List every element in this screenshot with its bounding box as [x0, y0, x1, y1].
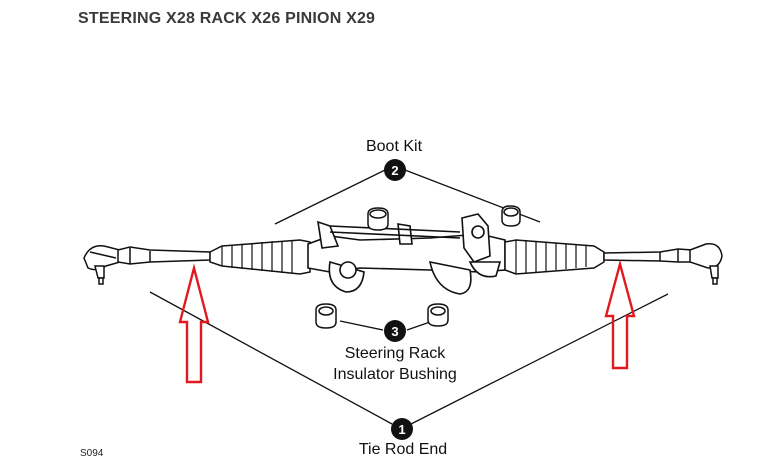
left-inner-tie-rod: [117, 246, 211, 265]
page-title: STEERING X28 RACK X26 PINION X29: [78, 10, 376, 27]
right-inner-tie-rod: [603, 248, 693, 263]
left-red-arrow: [178, 263, 210, 384]
figure-code: S094: [80, 448, 104, 459]
boot-kit-parts: [367, 205, 521, 231]
steering-rack-label: Steering Rack: [344, 345, 446, 362]
right-tie-rod-end: [689, 243, 723, 285]
callout-badge-2: 2: [384, 159, 406, 181]
right-red-arrow: [604, 259, 636, 370]
boot-kit-leaders: [274, 169, 541, 225]
callout-number-3: 3: [391, 324, 398, 339]
insulator-bushings: [315, 303, 449, 329]
boot-kit-label: Boot Kit: [365, 138, 423, 155]
rack-housing: [307, 213, 506, 295]
left-boot: [209, 239, 311, 275]
callout-number-2: 2: [391, 163, 398, 178]
insulator-bushing-label: Insulator Bushing: [333, 366, 457, 383]
left-tie-rod-end: [83, 245, 124, 285]
tie-rod-end-label: Tie Rod End: [358, 441, 448, 458]
callout-number-1: 1: [398, 422, 405, 437]
tie-rod-leaders: [149, 291, 669, 425]
callout-badge-3: 3: [384, 320, 406, 342]
bushing-leaders: [339, 320, 431, 331]
callout-badge-1: 1: [391, 418, 413, 440]
right-boot: [504, 239, 605, 275]
